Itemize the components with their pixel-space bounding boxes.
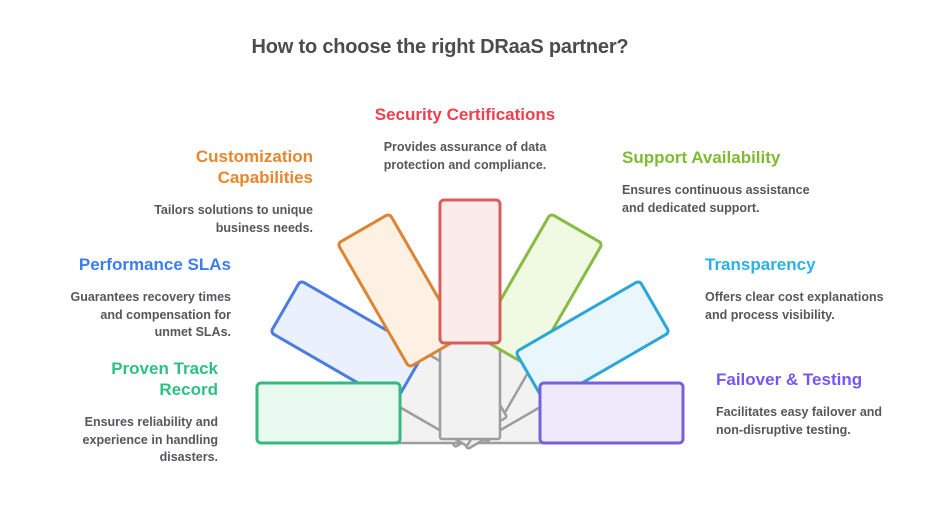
fan-card-security-certifications [438, 198, 502, 345]
fan-card-customization-capabilities [337, 213, 462, 368]
fan-tail-security-certifications [438, 334, 502, 441]
description-transparency: Offers clear cost explanations and proce… [705, 290, 884, 322]
description-customization-capabilities: Tailors solutions to unique business nee… [154, 203, 313, 235]
heading-support-availability: Support Availability [622, 148, 781, 167]
heading-failover-testing: Failover & Testing [716, 370, 863, 389]
description-performance-slas: Guarantees recovery times and compensati… [70, 290, 231, 339]
description-support-availability: Ensures continuous assistance and dedica… [622, 183, 810, 215]
label-support-availability: Support Availability Ensures continuous … [622, 147, 822, 217]
page-title: How to choose the right DRaaS partner? [251, 36, 629, 58]
description-proven-track-record: Ensures reliability and experience in ha… [82, 415, 218, 464]
label-failover-testing: Failover & Testing Facilitates easy fail… [716, 369, 894, 439]
label-customization-capabilities: Customization Capabilities Tailors solut… [113, 146, 313, 237]
label-security-certifications: Security Certifications Provides assuran… [325, 104, 605, 174]
label-transparency: Transparency Offers clear cost explanati… [705, 254, 885, 324]
fan-card-performance-slas [270, 280, 425, 405]
description-security-certifications: Provides assurance of data protection an… [383, 140, 547, 172]
fan-card-support-availability [478, 213, 603, 368]
heading-performance-slas: Performance SLAs [78, 255, 231, 274]
heading-transparency: Transparency [705, 255, 816, 274]
fan-cards-layer [255, 198, 685, 445]
label-performance-slas: Performance SLAs Guarantees recovery tim… [65, 254, 231, 342]
heading-customization-capabilities: Customization Capabilities [195, 147, 313, 187]
fan-card-transparency [515, 280, 670, 405]
label-proven-track-record: Proven Track Record Ensures reliability … [58, 358, 218, 467]
heading-security-certifications: Security Certifications [374, 105, 556, 124]
heading-proven-track-record: Proven Track Record [111, 359, 218, 399]
description-failover-testing: Facilitates easy failover and non-disrup… [716, 405, 883, 437]
fan-card-proven-track-record [255, 381, 402, 445]
fan-card-failover-testing [538, 381, 685, 445]
